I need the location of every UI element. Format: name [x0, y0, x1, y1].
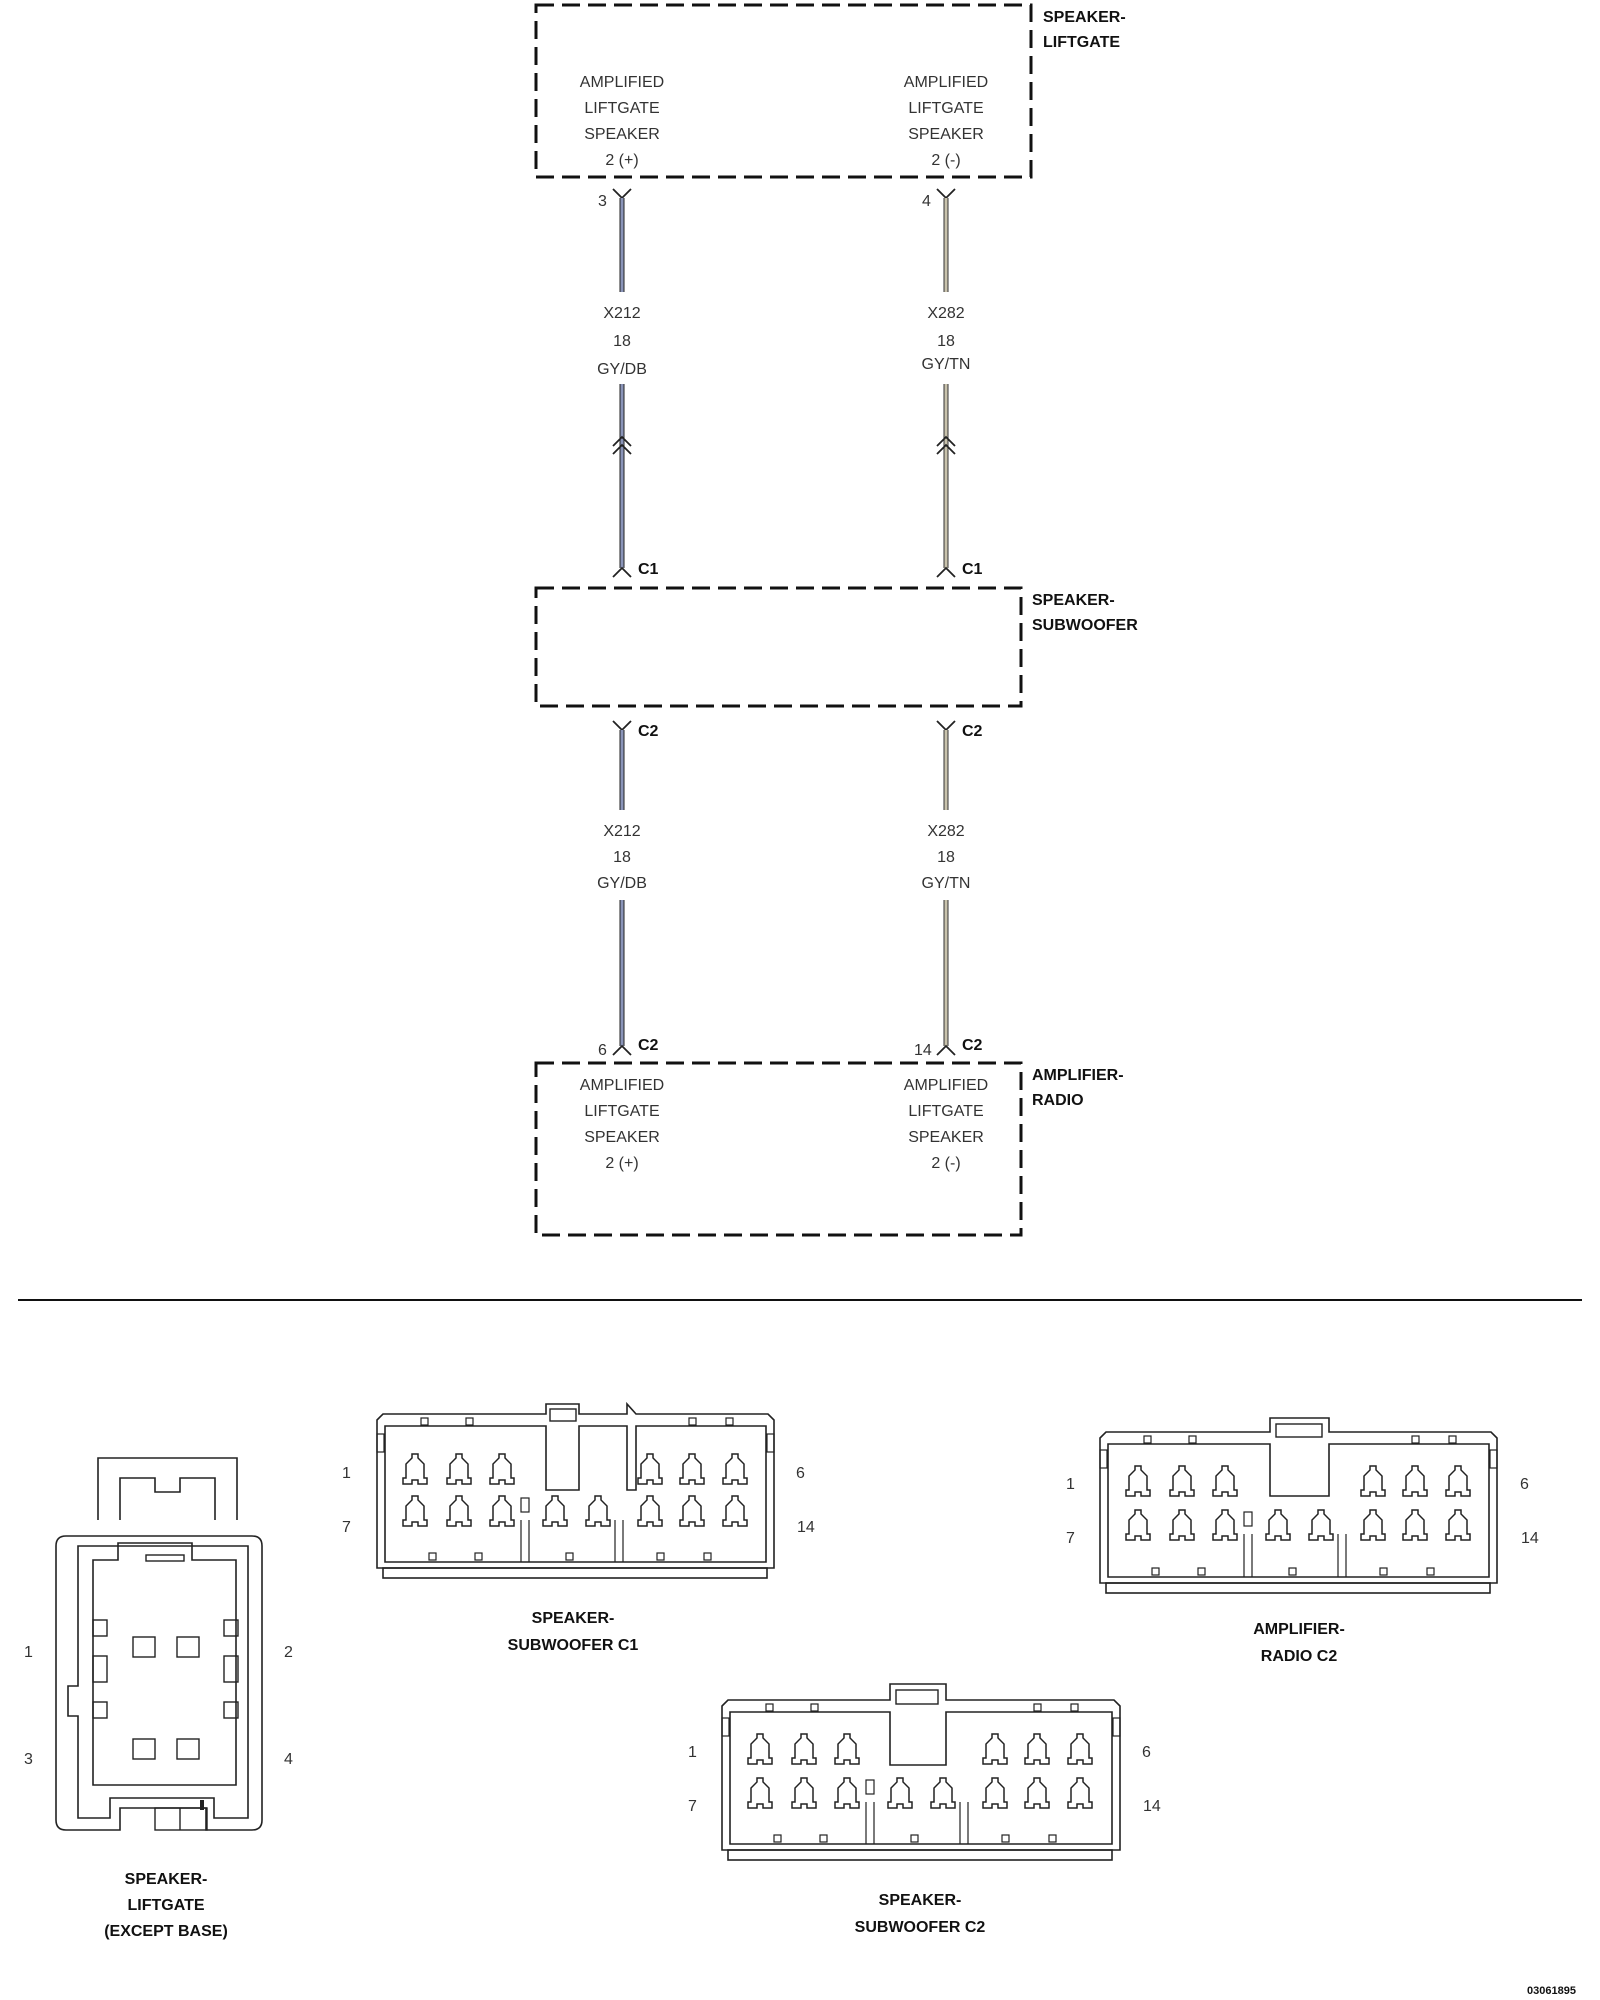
amp-c2-pin-14: 14	[1521, 1530, 1539, 1547]
svg-text:2 (+): 2 (+)	[605, 152, 638, 169]
x282-color-label: GY/TN	[922, 356, 971, 373]
sub-c2-pin-6: 6	[1142, 1744, 1151, 1761]
subwoofer-c2-right-label: C2	[962, 723, 983, 740]
liftgate-pin-right-label: AMPLIFIED LIFTGATE SPEAKER 2 (-)	[904, 74, 988, 169]
svg-text:2 (+): 2 (+)	[605, 1155, 638, 1172]
x282-circuit-label: X282	[927, 305, 964, 322]
amplifier-pin-6: 6	[598, 1042, 607, 1059]
subwoofer-title-2: SUBWOOFER	[1032, 617, 1138, 634]
amplifier-c2-connector-view	[1099, 1417, 1498, 1594]
svg-text:AMPLIFIED: AMPLIFIED	[904, 74, 988, 91]
sub-c2-title-1: SPEAKER-	[879, 1892, 962, 1909]
liftgate-view-pin-3: 3	[24, 1751, 33, 1768]
subwoofer-speaker-box	[534, 586, 1023, 708]
x212-circuit-label: X212	[603, 305, 640, 322]
liftgate-pin-4: 4	[922, 193, 931, 210]
sub-c1-pin-7: 7	[342, 1519, 351, 1536]
x212-gauge-label: 18	[613, 333, 631, 350]
amp-c2-pin-6: 6	[1520, 1476, 1529, 1493]
svg-text:2 (-): 2 (-)	[931, 152, 960, 169]
svg-text:LIFTGATE: LIFTGATE	[908, 100, 983, 117]
x282-gauge-label: 18	[937, 333, 955, 350]
wire-x212-lower	[612, 720, 632, 1056]
svg-text:AMPLIFIED: AMPLIFIED	[580, 74, 664, 91]
amplifier-c2-right-label: C2	[962, 1037, 983, 1054]
sub-c1-pin-14: 14	[797, 1519, 815, 1536]
svg-text:SPEAKER: SPEAKER	[584, 126, 660, 143]
sub-c2-pin-14: 14	[1143, 1798, 1161, 1815]
svg-text:AMPLIFIED: AMPLIFIED	[580, 1077, 664, 1094]
subwoofer-c2-left-label: C2	[638, 723, 659, 740]
liftgate-view-pin-4: 4	[284, 1751, 293, 1768]
sub-c1-pin-1: 1	[342, 1465, 351, 1482]
x212-lower-color-label: GY/DB	[597, 875, 647, 892]
x212-lower-gauge-label: 18	[613, 849, 631, 866]
wire-x212-upper	[612, 188, 632, 578]
sub-c1-title-1: SPEAKER-	[532, 1610, 615, 1627]
liftgate-view-pin-2: 2	[284, 1644, 293, 1661]
amplifier-pin-right-label: AMPLIFIED LIFTGATE SPEAKER 2 (-)	[904, 1077, 988, 1172]
liftgate-view-title-3: (EXCEPT BASE)	[104, 1923, 228, 1940]
svg-text:SPEAKER: SPEAKER	[908, 1129, 984, 1146]
svg-text:LIFTGATE: LIFTGATE	[584, 100, 659, 117]
sub-c2-pin-1: 1	[688, 1744, 697, 1761]
liftgate-title-2: LIFTGATE	[1043, 34, 1120, 51]
sub-c1-pin-6: 6	[796, 1465, 805, 1482]
x212-color-label: GY/DB	[597, 361, 647, 378]
svg-text:SPEAKER: SPEAKER	[908, 126, 984, 143]
svg-text:SPEAKER: SPEAKER	[584, 1129, 660, 1146]
figure-id: 03061895	[1527, 1985, 1576, 1997]
liftgate-connector-view	[55, 1457, 263, 1831]
liftgate-title-1: SPEAKER-	[1043, 9, 1126, 26]
amplifier-radio-box	[534, 1061, 1023, 1237]
liftgate-view-title-2: LIFTGATE	[127, 1897, 204, 1914]
svg-text:2 (-): 2 (-)	[931, 1155, 960, 1172]
amp-c2-title-2: RADIO C2	[1261, 1648, 1338, 1665]
sub-c2-pin-7: 7	[688, 1798, 697, 1815]
wire-x282-lower	[936, 720, 956, 1056]
x282-lower-circuit-label: X282	[927, 823, 964, 840]
subwoofer-c2connector-view	[721, 1683, 1121, 1861]
subwoofer-c1-left-label: C1	[638, 561, 659, 578]
sub-c1-title-2: SUBWOOFER C1	[508, 1637, 639, 1654]
wire-x282-upper	[936, 188, 956, 578]
amplifier-pin-14: 14	[914, 1042, 932, 1059]
liftgate-view-pin-1: 1	[24, 1644, 33, 1661]
amplifier-title-2: RADIO	[1032, 1092, 1084, 1109]
x282-lower-color-label: GY/TN	[922, 875, 971, 892]
sub-c2-title-2: SUBWOOFER C2	[855, 1919, 986, 1936]
amplifier-c2-left-label: C2	[638, 1037, 659, 1054]
amp-c2-pin-1: 1	[1066, 1476, 1075, 1493]
liftgate-pin-3: 3	[598, 193, 607, 210]
liftgate-view-title-1: SPEAKER-	[125, 1871, 208, 1888]
x212-lower-circuit-label: X212	[603, 823, 640, 840]
subwoofer-c1-connector-view	[376, 1401, 775, 1579]
amplifier-pin-left-label: AMPLIFIED LIFTGATE SPEAKER 2 (+)	[580, 1077, 664, 1172]
amp-c2-title-1: AMPLIFIER-	[1253, 1621, 1345, 1638]
x282-lower-gauge-label: 18	[937, 849, 955, 866]
svg-text:LIFTGATE: LIFTGATE	[908, 1103, 983, 1120]
svg-text:LIFTGATE: LIFTGATE	[584, 1103, 659, 1120]
liftgate-pin-left-label: AMPLIFIED LIFTGATE SPEAKER 2 (+)	[580, 74, 664, 169]
liftgate-speaker-box	[534, 3, 1033, 179]
subwoofer-title-1: SPEAKER-	[1032, 592, 1115, 609]
amplifier-title-1: AMPLIFIER-	[1032, 1067, 1124, 1084]
svg-text:AMPLIFIED: AMPLIFIED	[904, 1077, 988, 1094]
subwoofer-c1-right-label: C1	[962, 561, 983, 578]
amp-c2-pin-7: 7	[1066, 1530, 1075, 1547]
